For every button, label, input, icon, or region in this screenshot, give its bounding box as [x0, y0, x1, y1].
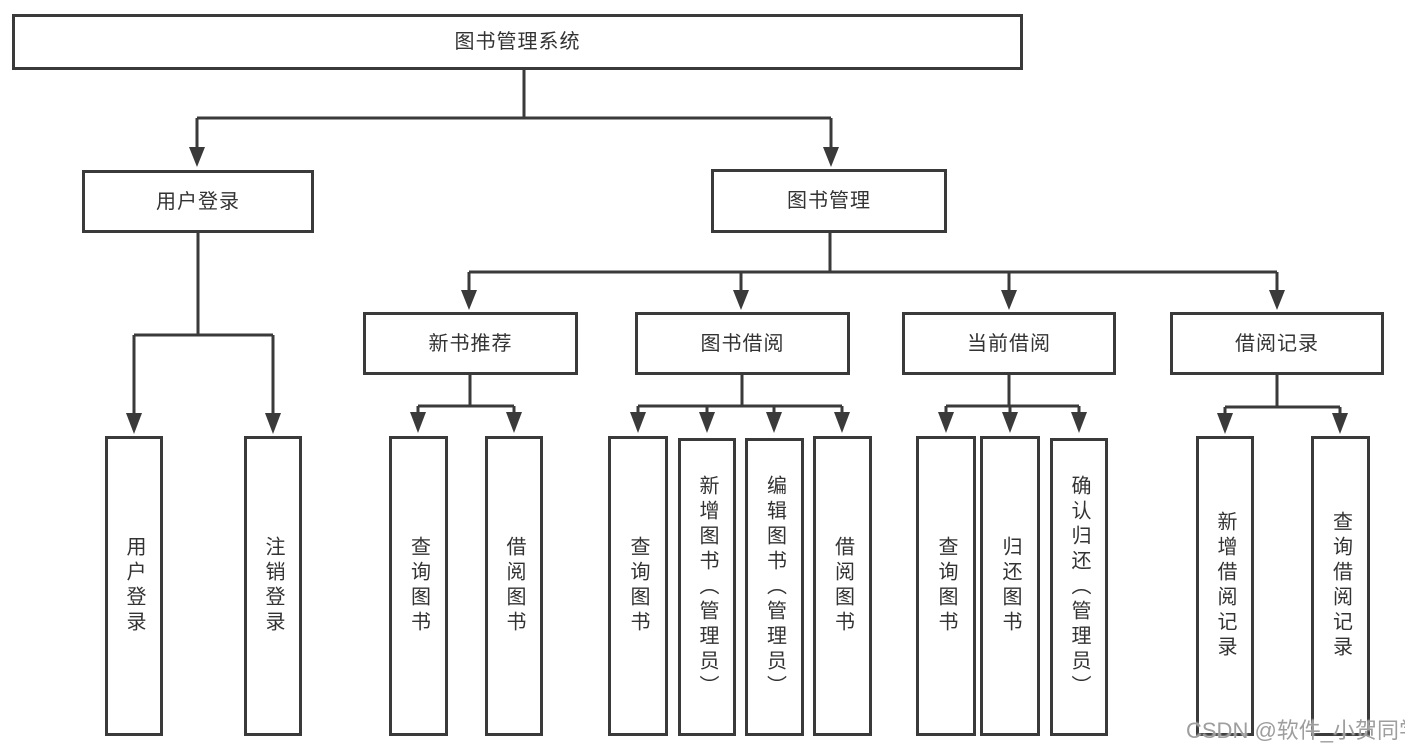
node-new-book-recommend: 新书推荐: [363, 312, 578, 375]
leaf-return-book: 归还图书: [980, 436, 1040, 736]
branch-current-borrow: [938, 375, 1087, 433]
node-label: 确认归还（管理员）: [1068, 474, 1090, 700]
csdn-watermark: CSDN @软件_小贺同学: [1186, 718, 1405, 743]
arrowhead: [506, 412, 522, 433]
arrowhead: [1002, 412, 1018, 433]
arrowhead: [1217, 413, 1233, 434]
leaf-user-login: 用户登录: [105, 436, 163, 736]
arrowhead: [1071, 412, 1087, 433]
node-label: 图书管理: [787, 190, 871, 212]
leaf-query-borrow-record: 查询借阅记录: [1311, 436, 1370, 736]
arrowhead: [410, 412, 426, 433]
branch-book-management: [461, 233, 1285, 310]
node-label: 用户登录: [123, 536, 145, 636]
node-label: 图书借阅: [700, 332, 785, 355]
arrowhead: [823, 147, 839, 167]
leaf-logout: 注销登录: [244, 436, 302, 736]
node-label: 图书管理系统: [454, 31, 581, 53]
arrowhead: [189, 147, 205, 167]
arrowhead: [1332, 413, 1348, 434]
node-label: 新书推荐: [428, 332, 513, 355]
arrowhead: [1001, 290, 1017, 310]
branch-root: [189, 68, 839, 167]
node-label: 查询图书: [407, 536, 430, 636]
branch-new-book-recommend: [410, 375, 522, 433]
arrowhead: [461, 290, 477, 310]
node-label: 借阅图书: [503, 536, 525, 636]
node-user-login: 用户登录: [82, 170, 314, 233]
leaf-borrow-books: 借阅图书: [813, 436, 872, 736]
branch-user-login: [126, 233, 281, 434]
arrowhead: [1269, 290, 1285, 310]
node-label: 注销登录: [262, 536, 284, 636]
arrowhead: [938, 412, 954, 433]
node-book-management: 图书管理: [711, 169, 947, 233]
leaf-add-borrow-record: 新增借阅记录: [1196, 436, 1254, 736]
branch-borrow-records: [1217, 375, 1348, 434]
arrowhead: [265, 413, 281, 434]
leaf-query-books-current: 查询图书: [916, 436, 976, 736]
branch-book-borrow: [630, 375, 850, 433]
leaf-add-book-admin: 新增图书（管理员）: [678, 438, 736, 736]
leaf-query-books-recommend: 查询图书: [389, 436, 448, 736]
leaf-borrow-books-recommend: 借阅图书: [485, 436, 543, 736]
node-borrow-records: 借阅记录: [1170, 312, 1384, 375]
leaf-query-books-borrow: 查询图书: [608, 436, 668, 736]
node-label: 查询借阅记录: [1329, 511, 1352, 661]
node-label: 查询图书: [935, 536, 957, 636]
node-label: 用户登录: [156, 190, 240, 213]
node-label: 归还图书: [999, 536, 1021, 636]
node-label: 新增借阅记录: [1214, 511, 1236, 661]
arrowhead: [834, 412, 850, 433]
node-library-management-system: 图书管理系统: [12, 14, 1023, 70]
node-label: 借阅记录: [1235, 332, 1319, 355]
arrowhead: [126, 413, 142, 434]
node-label: 当前借阅: [967, 332, 1051, 355]
node-book-borrow: 图书借阅: [635, 312, 850, 375]
arrowhead: [733, 290, 749, 310]
arrowhead: [630, 412, 646, 433]
node-current-borrow: 当前借阅: [902, 312, 1116, 375]
node-label: 查询图书: [627, 536, 649, 636]
node-label: 编辑图书（管理员）: [763, 474, 786, 700]
node-label: 借阅图书: [831, 536, 854, 636]
node-label: 新增图书（管理员）: [696, 474, 718, 700]
leaf-confirm-return-admin: 确认归还（管理员）: [1050, 438, 1108, 736]
arrowhead: [766, 412, 782, 433]
leaf-edit-book-admin: 编辑图书（管理员）: [745, 438, 804, 736]
arrowhead: [699, 412, 715, 433]
